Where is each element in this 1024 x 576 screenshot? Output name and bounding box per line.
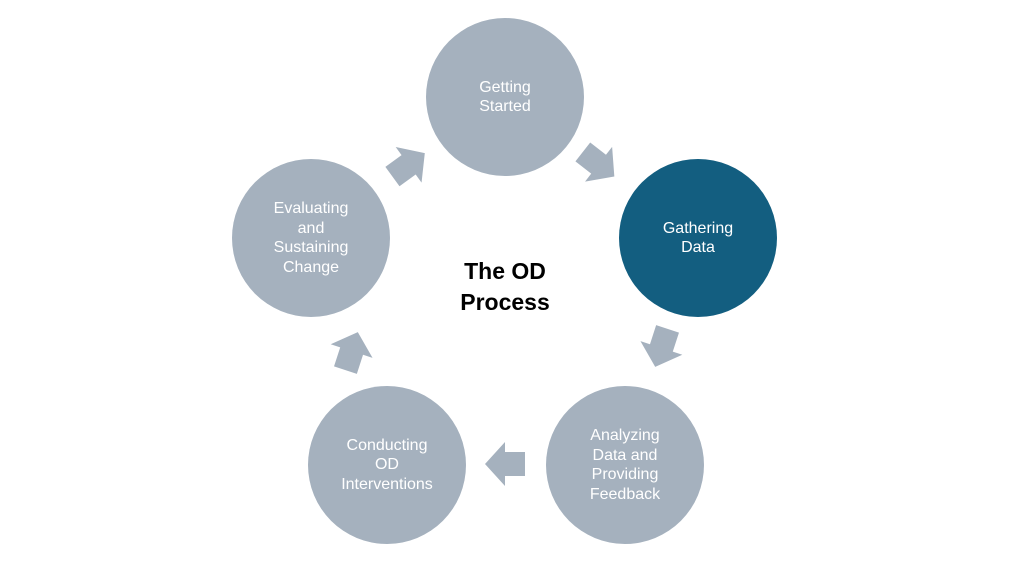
arrow-down-right-icon — [569, 134, 628, 194]
step-evaluating-and-sustaining-change: Evaluating and Sustaining Change — [232, 159, 390, 317]
step-label: Getting Started — [479, 78, 531, 116]
diagram-title: The OD Process — [460, 258, 550, 315]
arrow-left-icon — [485, 442, 525, 486]
step-label: Gathering Data — [662, 219, 734, 257]
arrow-up-icon — [324, 325, 379, 377]
step-label: Analyzing Data and Providing Feedback — [589, 427, 661, 503]
step-label: Conducting OD Interventions — [341, 436, 433, 493]
arrow-down-icon — [634, 322, 689, 374]
step-label: Evaluating and Sustaining Change — [273, 200, 349, 276]
step-conducting-od-interventions: Conducting OD Interventions — [308, 386, 466, 544]
step-getting-started: Getting Started — [426, 18, 584, 176]
step-analyzing-data-and-providing-feedback: Analyzing Data and Providing Feedback — [546, 386, 704, 544]
step-gathering-data: Gathering Data — [619, 159, 777, 317]
arrow-up-right-icon — [379, 135, 438, 195]
